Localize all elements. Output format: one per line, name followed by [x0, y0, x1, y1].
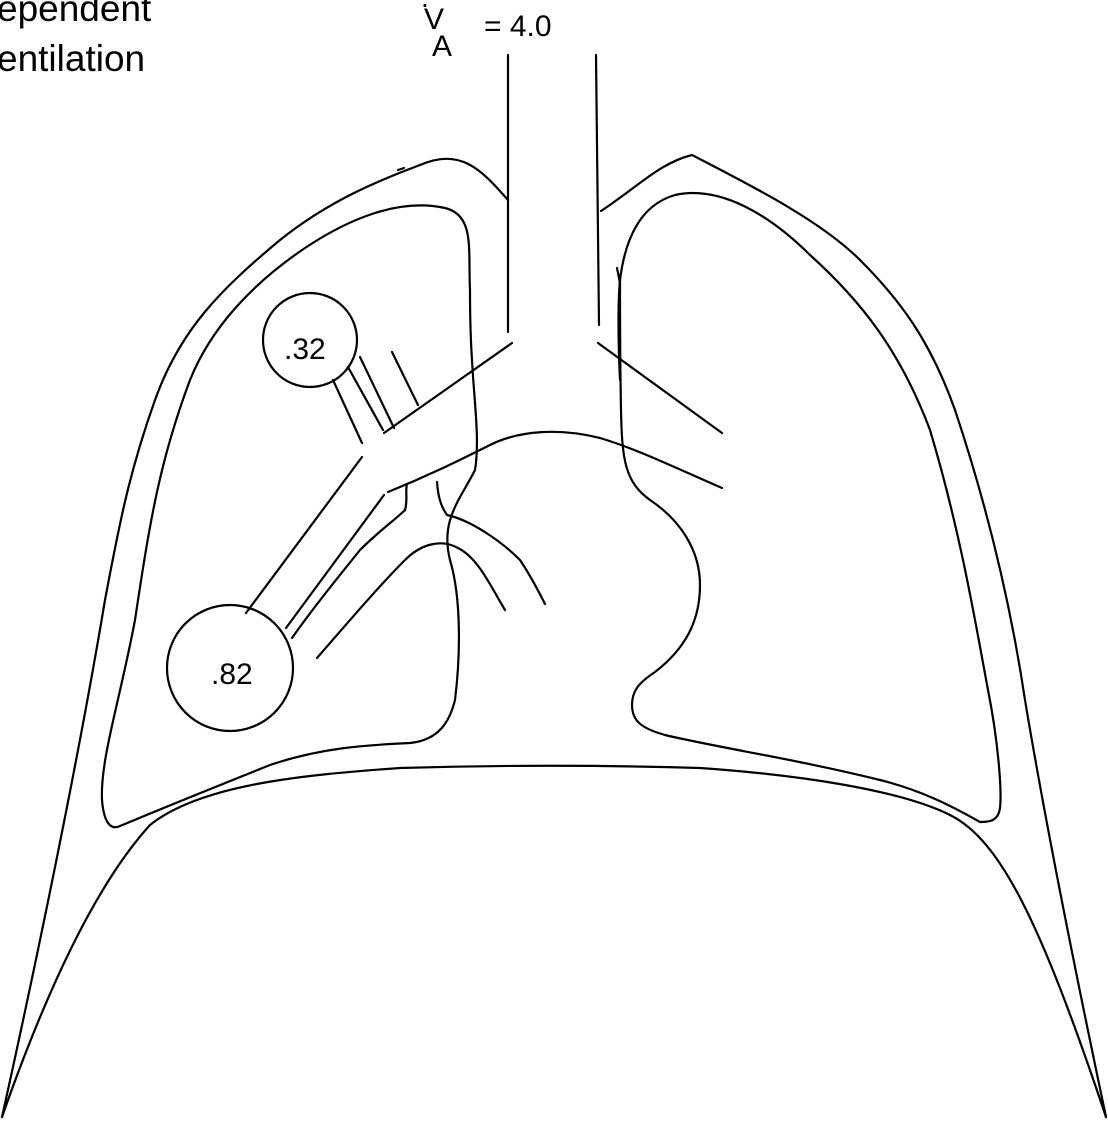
lower-branch-a	[286, 495, 384, 628]
upper-alveolus-value: .32	[284, 335, 326, 365]
lower-branch-c	[317, 543, 505, 658]
title-line-2: entilation	[0, 40, 145, 77]
side-branch	[405, 484, 407, 510]
ventilation-subscript: A	[432, 32, 452, 62]
left-outer-pleura	[2, 159, 508, 1117]
upper-branch-mid	[348, 367, 383, 430]
trachea-right-wall	[596, 55, 599, 325]
lower-branch-outer	[246, 457, 362, 613]
upper-alveolus-stem	[333, 380, 362, 443]
diaphragm	[2, 766, 1106, 1117]
right-main-bronchus-upper	[598, 343, 722, 433]
title-line-1: ependent	[0, 0, 151, 27]
left-apex-mark	[398, 168, 404, 170]
left-main-bronchus	[384, 343, 512, 433]
lower-alveolus-value: .82	[211, 660, 253, 690]
ventilation-value: = 4.0	[484, 12, 552, 42]
right-lung-outline	[620, 193, 1001, 822]
upper-branch-inner	[392, 352, 418, 405]
